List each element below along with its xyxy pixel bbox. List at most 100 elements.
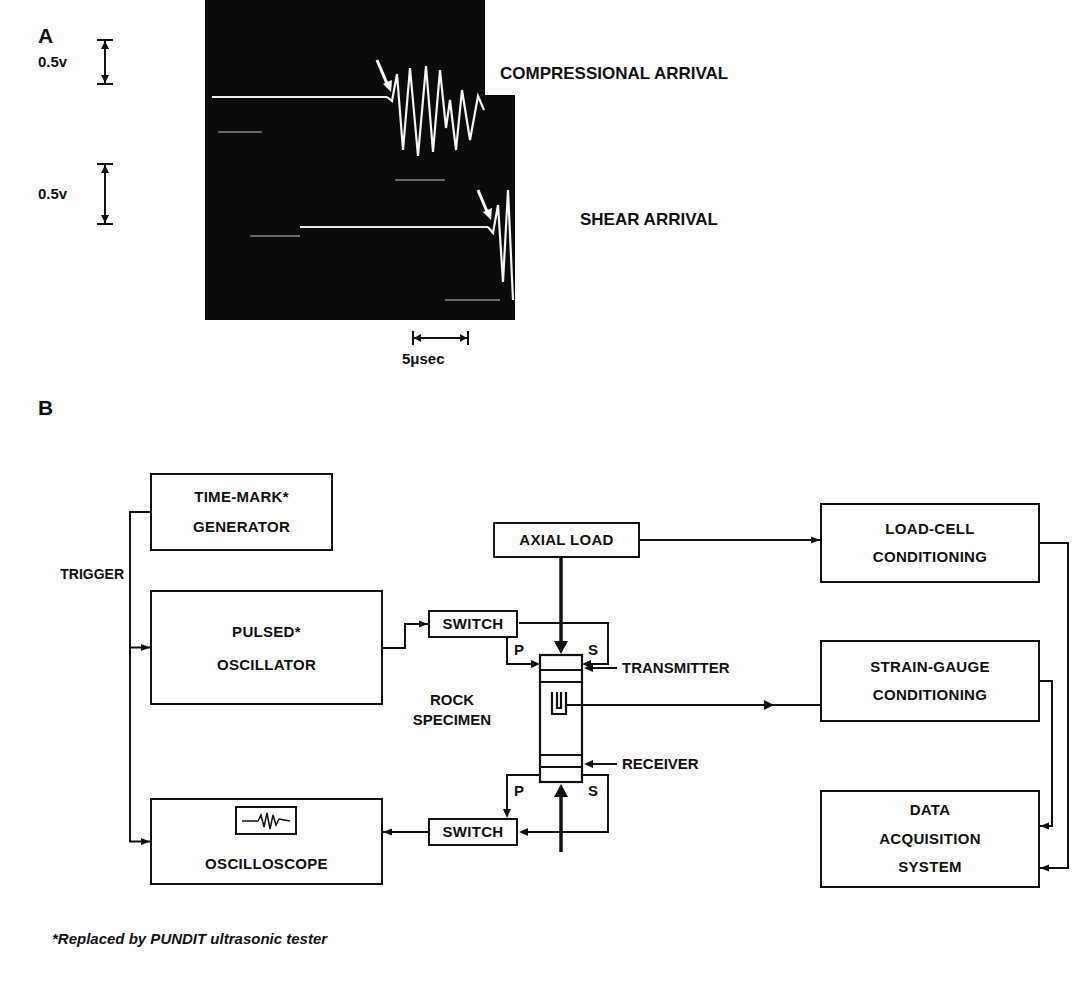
- load-head: [554, 641, 568, 654]
- screen-outline: [236, 807, 296, 834]
- trace-baseline: [212, 96, 387, 98]
- scale-tick: [467, 331, 469, 345]
- transducer-band: [540, 754, 582, 756]
- acquisition-box: DATA ACQUISITION SYSTEM: [820, 790, 1040, 888]
- connector: [130, 512, 150, 648]
- signal-label: TRIGGER: [40, 566, 124, 582]
- scale-head: [460, 334, 467, 342]
- trace-ghost: [395, 179, 445, 181]
- port-label: S: [588, 641, 598, 658]
- box-label: OSCILLOSCOPE: [205, 855, 328, 873]
- shear-trace: [488, 190, 513, 300]
- connector: [383, 624, 428, 648]
- screen-wave: [242, 813, 290, 829]
- port-label: S: [588, 782, 598, 799]
- transducer-band: [540, 669, 582, 671]
- s-wire: [527, 775, 608, 832]
- panel-letter: B: [38, 396, 53, 420]
- scale-value: 0.5v: [38, 53, 67, 70]
- bracket-head: [101, 165, 109, 173]
- connector: [1040, 543, 1068, 868]
- box-label: STRAIN-GAUGE CONDITIONING: [855, 653, 1005, 710]
- p-wire: [507, 637, 532, 664]
- part-label: ROCK SPECIMEN: [402, 690, 502, 729]
- wire-head: [531, 660, 540, 668]
- trace-ghost: [445, 299, 500, 301]
- trace-ghost: [250, 235, 300, 237]
- rock-specimen-figure: [540, 655, 582, 782]
- bracket-head: [101, 75, 109, 83]
- load-shaft: [559, 795, 563, 852]
- scale-head: [414, 334, 421, 342]
- generator-box: TIME-MARK* GENERATOR: [150, 473, 333, 551]
- port-label: P: [514, 641, 524, 658]
- p-wire: [507, 775, 540, 810]
- conditioning-box: STRAIN-GAUGE CONDITIONING: [820, 640, 1040, 722]
- bracket-tick: [97, 83, 113, 85]
- switch-box: SWITCH: [428, 818, 518, 846]
- switch-box: SWITCH: [428, 610, 518, 638]
- footnote: *Replaced by PUNDIT ultrasonic tester: [52, 930, 327, 947]
- panel-letter: A: [38, 24, 53, 48]
- leader-line: [592, 763, 617, 765]
- onset-pointer: [478, 190, 488, 214]
- connector: [130, 512, 150, 842]
- box-label: SWITCH: [443, 823, 504, 840]
- box-label: LOAD-CELL CONDITIONING: [855, 515, 1005, 572]
- scale-value: 5μsec: [402, 350, 445, 367]
- load-head: [554, 784, 568, 797]
- trace-label: COMPRESSIONAL ARRIVAL: [500, 64, 728, 84]
- load-shaft: [559, 558, 563, 643]
- photo-ground: [205, 0, 515, 320]
- specimen-outline: [540, 655, 582, 782]
- axial-load-arrows: [554, 558, 568, 852]
- onset-pointer: [377, 60, 388, 86]
- box-label: PULSED* OSCILLATOR: [202, 615, 332, 681]
- transducer-band: [540, 681, 582, 683]
- connector: [1040, 681, 1052, 826]
- connector: [640, 539, 820, 541]
- wire-head: [503, 809, 511, 818]
- voltage-bracket: [97, 40, 113, 224]
- scale-line: [413, 337, 468, 339]
- leader-head: [584, 760, 593, 768]
- box-label: DATA ACQUISITION SYSTEM: [863, 796, 998, 882]
- trace-ghost: [218, 131, 262, 133]
- bracket-head: [101, 215, 109, 223]
- part-label: TRANSMITTER: [622, 659, 730, 676]
- bracket-tick: [97, 223, 113, 225]
- oscillator-box: PULSED* OSCILLATOR: [150, 590, 383, 705]
- wire-head: [764, 700, 774, 710]
- trace-baseline: [300, 226, 488, 228]
- part-label: RECEIVER: [622, 755, 699, 772]
- strain-wire: [566, 704, 820, 706]
- leader-head: [584, 664, 593, 672]
- bracket-tick: [97, 163, 113, 165]
- scale-value: 0.5v: [38, 185, 67, 202]
- compressional-trace: [387, 66, 484, 156]
- strain-gauge-symbol: [552, 692, 566, 714]
- onset-pointer-head: [383, 80, 392, 92]
- bracket-tick: [97, 39, 113, 41]
- box-label: TIME-MARK* GENERATOR: [177, 482, 307, 542]
- trace-label: SHEAR ARRIVAL: [580, 210, 718, 230]
- s-wire: [519, 623, 608, 664]
- wire-head: [519, 828, 528, 836]
- onset-pointer-head: [483, 208, 492, 220]
- scale-tick: [412, 331, 414, 345]
- oscilloscope-box: OSCILLOSCOPE: [150, 798, 383, 885]
- oscilloscope-photo: [205, 0, 515, 320]
- leader-line: [592, 667, 617, 669]
- bracket-head: [101, 41, 109, 49]
- transducer-band: [540, 766, 582, 768]
- box-label: SWITCH: [443, 615, 504, 632]
- conditioning-box: LOAD-CELL CONDITIONING: [820, 503, 1040, 583]
- load-box: AXIAL LOAD: [493, 522, 640, 558]
- connector: [383, 831, 428, 833]
- box-label: AXIAL LOAD: [519, 531, 613, 549]
- time-scale-bar: [413, 331, 468, 345]
- scope-screen-icon: [236, 807, 296, 834]
- transducer-wires: [503, 623, 820, 836]
